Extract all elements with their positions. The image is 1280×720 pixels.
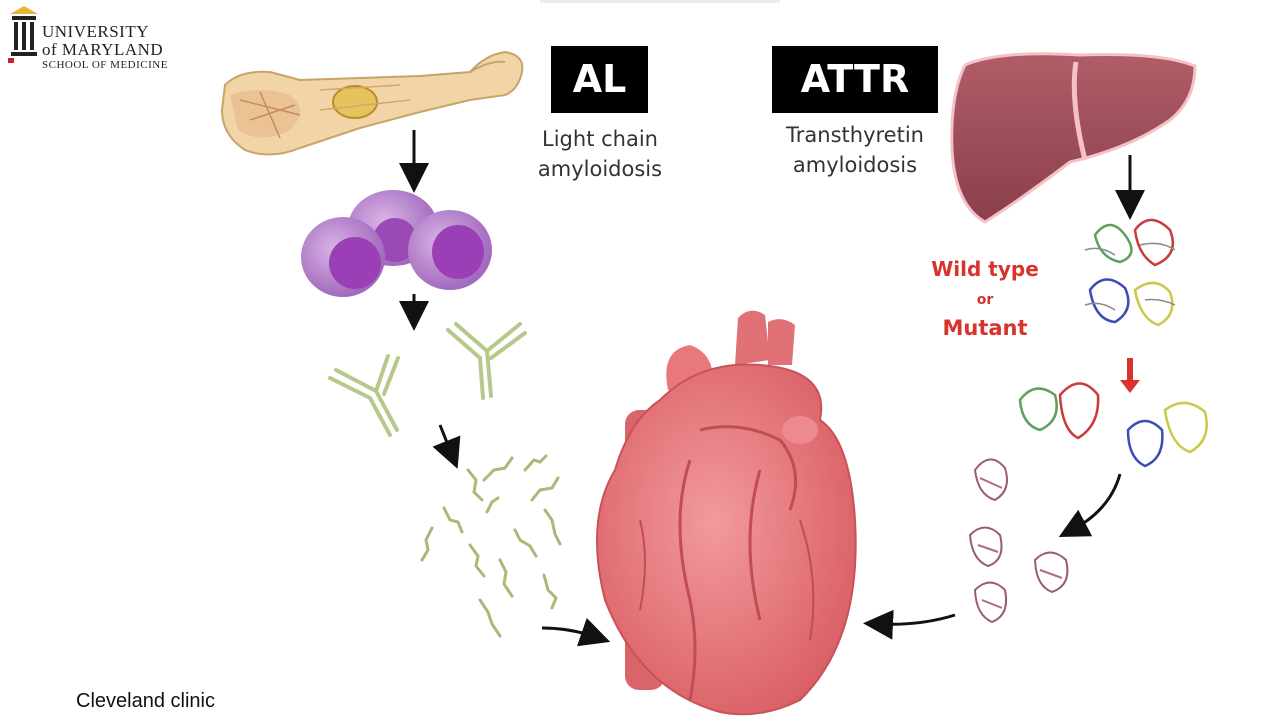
heart-illustration <box>596 310 857 716</box>
arrow-antibodies-to-fibrils <box>432 424 461 469</box>
or-label: or <box>976 292 994 308</box>
ttr-dimers <box>1018 382 1208 468</box>
attr-caption-line1: Transthyretin <box>786 123 924 147</box>
light-chain-fibrils <box>420 454 562 638</box>
wild-type-label: Wild type <box>931 257 1039 281</box>
al-caption: Light chain amyloidosis <box>520 124 680 184</box>
bone-marrow-illustration <box>220 50 524 156</box>
liver-illustration <box>950 52 1197 224</box>
ttr-monomers <box>968 458 1069 624</box>
logo-school: SCHOOL OF MEDICINE <box>42 59 168 71</box>
antibodies-illustration <box>328 322 527 437</box>
ttr-tetramer <box>1084 218 1176 327</box>
al-caption-line1: Light chain <box>542 127 658 151</box>
mutant-label: Mutant <box>942 316 1028 340</box>
attr-label: ATTR <box>772 46 938 113</box>
attr-caption-line2: amyloidosis <box>792 153 918 177</box>
al-label: AL <box>551 46 648 113</box>
shield-icon <box>8 6 38 63</box>
logo-university: UNIVERSITY <box>42 22 149 41</box>
al-caption-line2: amyloidosis <box>537 157 663 181</box>
arrow-monomers-to-heart <box>863 609 956 640</box>
logo-maryland: of MARYLAND <box>42 40 164 59</box>
attr-caption: Transthyretin amyloidosis <box>770 120 940 180</box>
university-logo: UNIVERSITY of MARYLAND SCHOOL OF MEDICIN… <box>8 4 178 74</box>
arrow-dimers-to-monomers <box>1058 473 1122 537</box>
source-credit: Cleveland clinic <box>76 690 215 712</box>
arrow-fibrils-to-heart <box>541 617 611 647</box>
red-arrow-head <box>1120 380 1140 393</box>
top-divider <box>540 0 780 3</box>
plasma-cells-illustration <box>301 190 492 297</box>
